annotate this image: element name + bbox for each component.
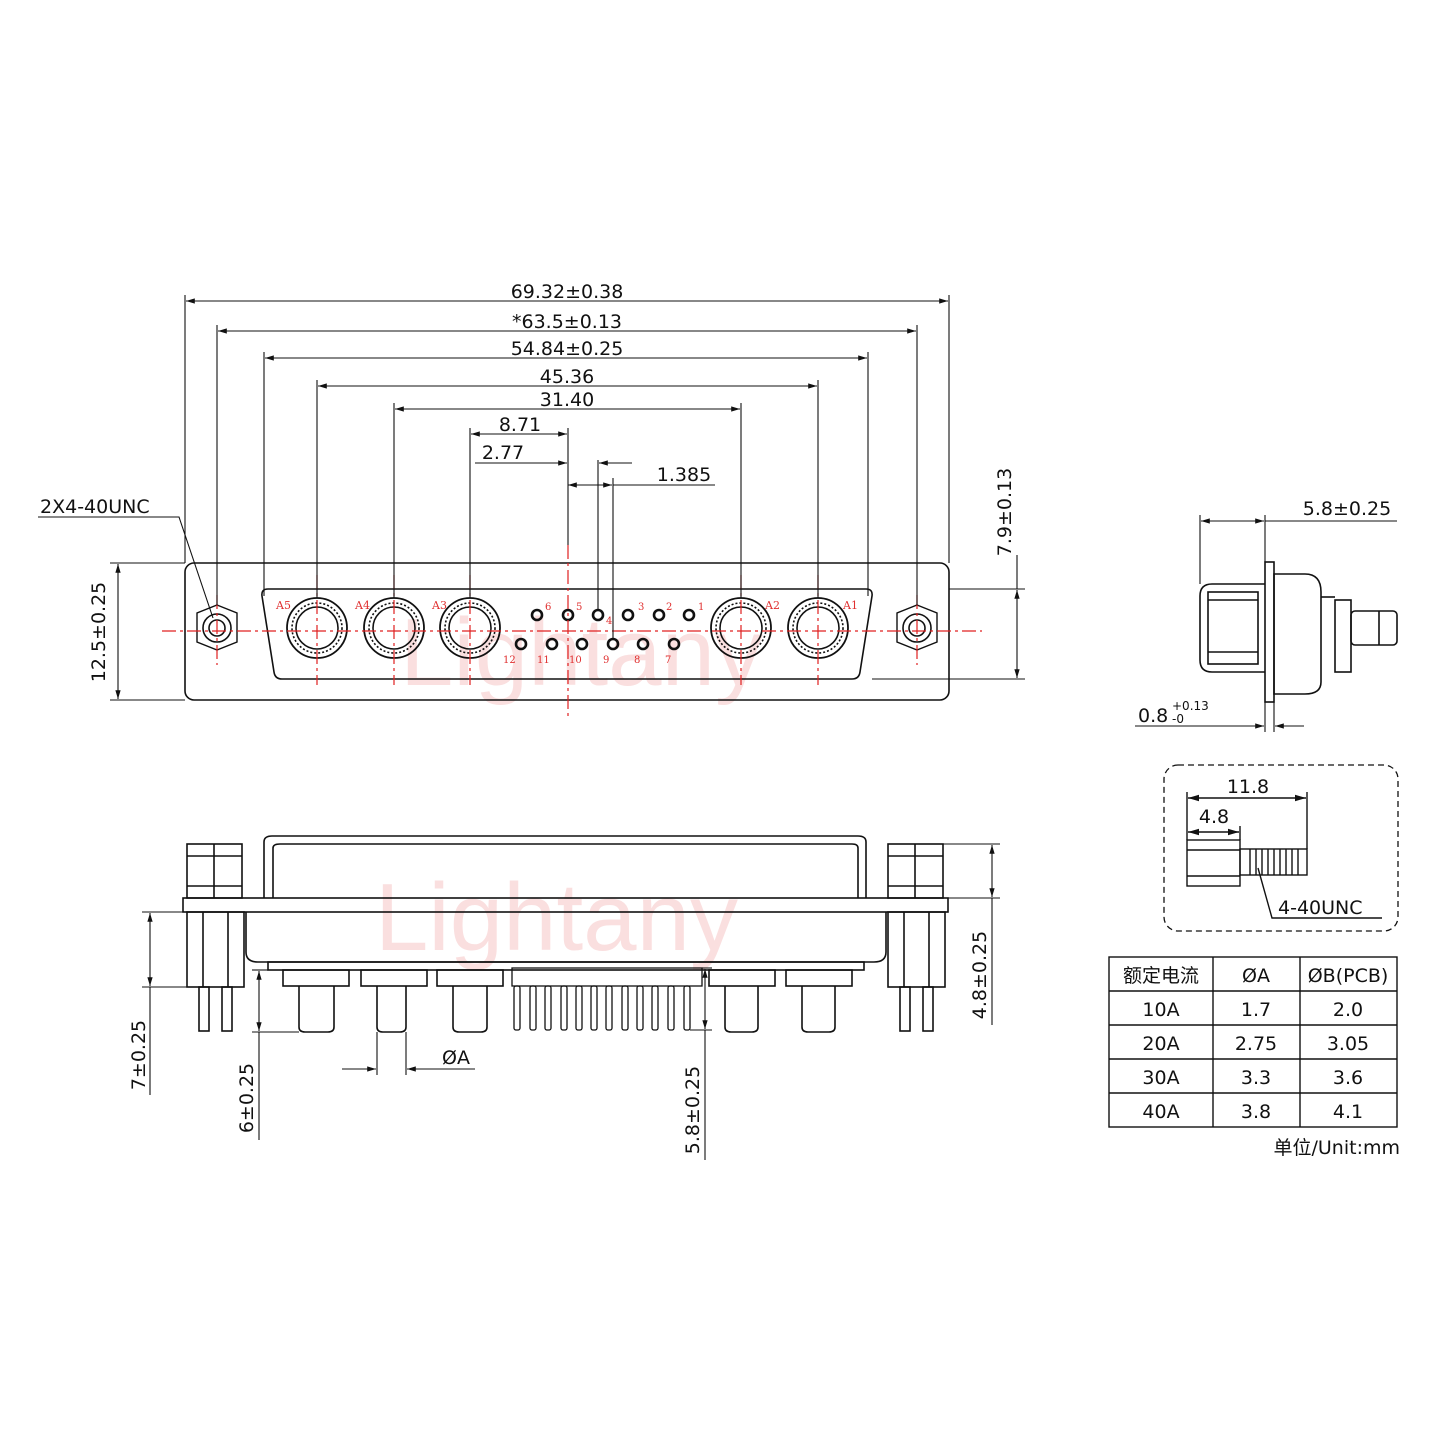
pin-label-7: 7 (665, 655, 671, 666)
current-table: 额定电流 ØA ØB(PCB) 10A 1.7 2.0 20A 2.75 3.0… (1108, 956, 1401, 1159)
dim-mount: *63.5±0.13 (512, 311, 622, 333)
label-a4: A4 (354, 599, 370, 612)
pin-label-3: 3 (638, 602, 644, 613)
bottom-dimension-lines (142, 843, 1000, 1160)
side-flange (1264, 561, 1275, 703)
dim-inner-power: 31.40 (540, 389, 594, 411)
label-a5: A5 (275, 599, 291, 612)
dim-flange-tol-minus: -0 (1172, 712, 1184, 726)
label-a3: A3 (431, 599, 447, 612)
watermark-bottom: Lightany (375, 864, 738, 971)
label-a2: A2 (764, 599, 780, 612)
label-a1: A1 (842, 599, 858, 612)
dim-dia-a: ØA (442, 1047, 470, 1069)
d-shell (261, 588, 873, 680)
side-dimension-texts: 5.8±0.25 0.8 +0.13 -0 (1138, 498, 1391, 727)
table-cell: 40A (1142, 1101, 1179, 1123)
power-labels: A5 A4 A3 A2 A1 (275, 599, 858, 612)
dim-screw-thread: 4-40UNC (1278, 897, 1363, 919)
dim-standoff: 7±0.25 (128, 1020, 150, 1090)
table-cell: 3.05 (1327, 1033, 1369, 1055)
pin-label-6: 6 (545, 602, 551, 613)
side-shell (1199, 583, 1265, 673)
dim-height: 12.5±0.25 (88, 582, 110, 683)
screw-detail: 11.8 4.8 4-40UNC (1163, 764, 1399, 932)
dim-screw-hex: 4.8 (1199, 806, 1229, 828)
pin-label-12: 12 (503, 655, 516, 666)
pin-label-5: 5 (576, 602, 582, 613)
pin-label-1: 1 (698, 602, 704, 613)
front-dimension-texts: 69.32±0.38 *63.5±0.13 54.84±0.25 45.36 3… (40, 281, 1016, 682)
dim-overall: 69.32±0.38 (511, 281, 624, 303)
bottom-dimension-texts: 7±0.25 6±0.25 5.8±0.25 4.8±0.25 ØA (128, 931, 991, 1154)
front-dimension-lines (38, 295, 1025, 701)
table-cell: 4.1 (1333, 1101, 1363, 1123)
unit-label: 单位/Unit:mm (1274, 1137, 1401, 1159)
signal-contacts-top (530, 608, 696, 622)
pin-label-2: 2 (666, 602, 672, 613)
table-header-current: 额定电流 (1123, 965, 1199, 987)
watermark-front: Lightany (400, 599, 763, 706)
table-cell: 3.6 (1333, 1067, 1363, 1089)
dim-depth: 5.8±0.25 (1303, 498, 1391, 520)
signal-contacts-bottom (514, 637, 681, 651)
pin-label-10: 10 (569, 655, 582, 666)
side-dimension-lines (1135, 515, 1397, 732)
dim-half-pitch: 1.385 (657, 464, 711, 486)
dim-a3-col: 2.77 (482, 442, 524, 464)
table-cell: 2.75 (1235, 1033, 1277, 1055)
dim-screw: 2X4-40UNC (40, 496, 150, 518)
pin-label-4: 4 (606, 616, 612, 627)
table-cell: 3.8 (1241, 1101, 1271, 1123)
bottom-view (182, 835, 949, 1033)
side-view (1199, 561, 1398, 703)
pin-label-9: 9 (603, 655, 609, 666)
table-cell: 3.3 (1241, 1067, 1271, 1089)
dim-screw-length: 11.8 (1227, 776, 1269, 798)
table-cell: 10A (1142, 999, 1179, 1021)
table-cell: 30A (1142, 1067, 1179, 1089)
dim-vertical: 7.9±0.13 (994, 468, 1016, 556)
dim-flange: 0.8 (1138, 705, 1168, 727)
side-body (1273, 573, 1322, 695)
signal-labels: 6 5 4 3 2 1 12 11 10 9 8 7 (503, 602, 704, 666)
table-cell: 2.0 (1333, 999, 1363, 1021)
dim-a3-center: 8.71 (499, 414, 541, 436)
table-header-dia-a: ØA (1242, 965, 1270, 987)
pin-label-11: 11 (537, 655, 550, 666)
dim-signal-pin: 5.8±0.25 (682, 1066, 704, 1154)
dim-flange-tol-plus: +0.13 (1172, 699, 1209, 713)
dim-shell: 54.84±0.25 (511, 338, 624, 360)
table-cell: 20A (1142, 1033, 1179, 1055)
table-cell: 1.7 (1241, 999, 1271, 1021)
dim-power-pin: 6±0.25 (236, 1063, 258, 1133)
dim-bottom-height: 4.8±0.25 (969, 931, 991, 1019)
pin-label-8: 8 (634, 655, 640, 666)
dim-outer-power: 45.36 (540, 366, 594, 388)
table-header-dia-b: ØB(PCB) (1308, 965, 1389, 987)
